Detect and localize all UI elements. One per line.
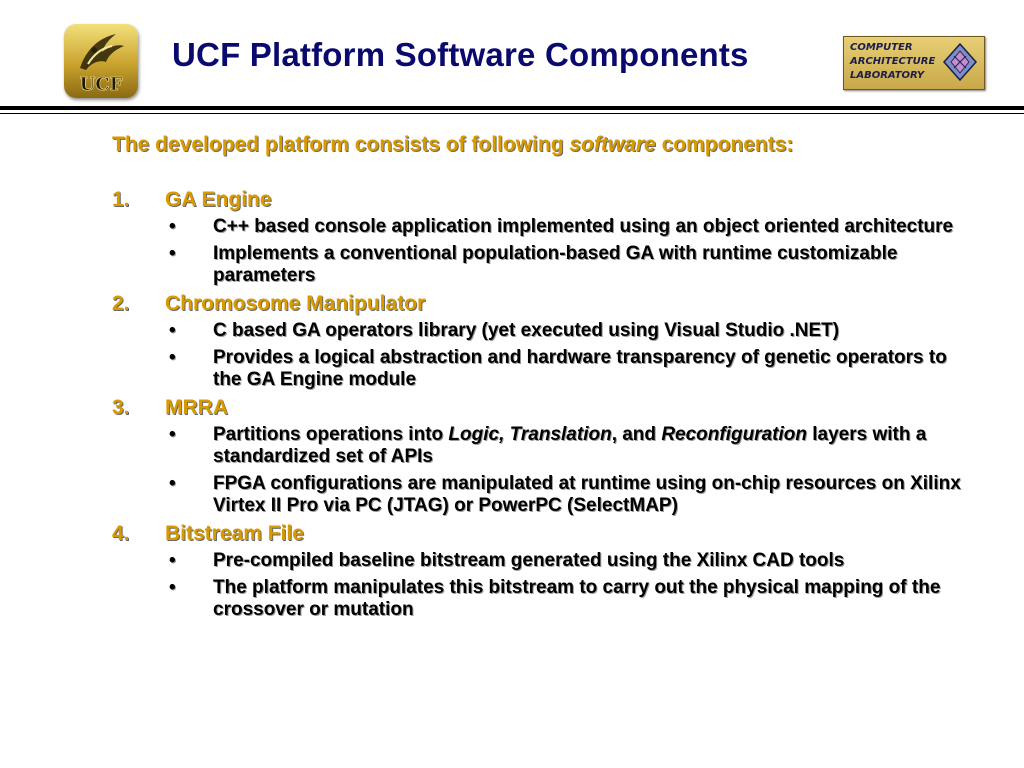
header-rule-thin xyxy=(0,113,1024,114)
list-item: •C based GA operators library (yet execu… xyxy=(169,320,840,341)
cal-logo-line-1: COMPUTER xyxy=(850,42,913,53)
section-label: Bitstream File xyxy=(165,522,304,545)
ucf-logo-text: UCF xyxy=(80,74,123,95)
cal-logo: COMPUTER ARCHITECTURE LABORATORY xyxy=(843,36,985,90)
chip-diamond-icon xyxy=(942,42,978,82)
list-item: •Implements a conventional population-ba… xyxy=(169,243,898,286)
section-bullets: •Partitions operations into Logic, Trans… xyxy=(112,424,972,517)
list-item: •Provides a logical abstraction and hard… xyxy=(169,347,947,390)
list-item: •The platform manipulates this bitstream… xyxy=(169,577,941,620)
section-bitstream-file: 4. Bitstream File xyxy=(112,522,972,546)
section-bullets: •C based GA operators library (yet execu… xyxy=(112,320,972,391)
section-chromosome-manipulator: 2. Chromosome Manipulator xyxy=(112,292,972,316)
section-mrra: 3. MRRA xyxy=(112,396,972,420)
page-title: UCF Platform Software Components xyxy=(172,36,749,73)
section-label: MRRA xyxy=(165,396,228,419)
header-rule-thick xyxy=(0,106,1024,110)
list-item: •FPGA configurations are manipulated at … xyxy=(169,473,961,516)
section-number: 4. xyxy=(112,522,130,545)
section-number: 2. xyxy=(112,292,130,315)
intro-text: The developed platform consists of follo… xyxy=(112,133,794,156)
section-number: 3. xyxy=(112,396,130,419)
section-number: 1. xyxy=(112,188,130,211)
list-item: •Pre-compiled baseline bitstream generat… xyxy=(169,550,845,571)
list-item: •Partitions operations into Logic, Trans… xyxy=(169,424,927,467)
section-bullets: •Pre-compiled baseline bitstream generat… xyxy=(112,550,972,621)
ucf-pegasus-logo-icon: UCF xyxy=(79,34,124,95)
cal-logo-line-2: ARCHITECTURE xyxy=(850,56,936,67)
ucf-logo: UCF xyxy=(64,24,138,98)
section-label: GA Engine xyxy=(165,188,272,211)
section-bullets: •C++ based console application implement… xyxy=(112,216,972,287)
slide-content: The developed platform consists of follo… xyxy=(112,132,972,626)
cal-logo-line-3: LABORATORY xyxy=(850,70,925,81)
section-ga-engine: 1. GA Engine xyxy=(112,188,972,212)
section-label: Chromosome Manipulator xyxy=(165,292,426,315)
list-item: •C++ based console application implement… xyxy=(169,216,954,237)
